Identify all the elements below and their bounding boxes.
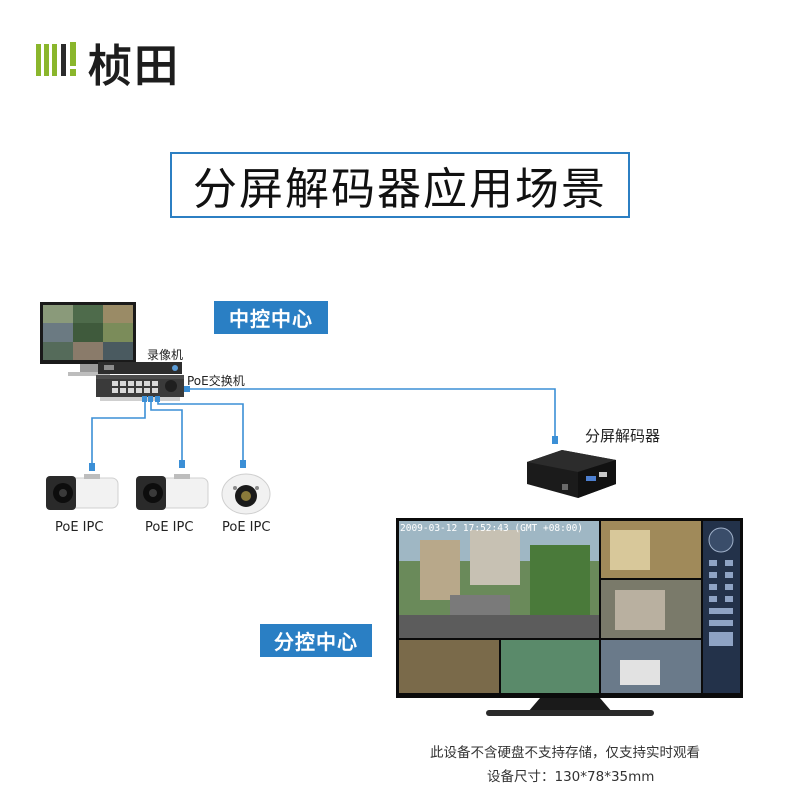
nvr-label: 录像机 [147,348,184,362]
monitor-timestamp: 2009-03-12 17:52:43 (GMT +08:00) [400,523,583,534]
decoder-label: 分屏解码器 [585,427,661,445]
size-note: 设备尺寸：130*78*35mm [487,769,655,785]
nvr-icon [98,362,182,374]
central-monitor-icon [40,302,136,376]
switch-label: PoE交换机 [187,374,245,388]
camera-label: PoE IPC [55,520,104,535]
bullet-camera-icon [46,474,119,510]
central-center-badge: 中控中心 [214,301,328,334]
camera-label: PoE IPC [145,520,194,535]
storage-note: 此设备不含硬盘不支持存储，仅支持实时观看 [430,745,700,761]
decoder-icon [527,450,616,498]
brand-name: 桢田 [88,41,180,92]
branch-monitor-icon [396,518,743,716]
branch-center-badge: 分控中心 [260,624,372,657]
page-title: 分屏解码器应用场景 [170,152,630,218]
dome-camera-icon [221,473,271,515]
poe-switch-icon [96,375,184,401]
logo-mark-icon [36,42,76,76]
camera-label: PoE IPC [222,520,271,535]
bullet-camera-icon [136,474,209,510]
